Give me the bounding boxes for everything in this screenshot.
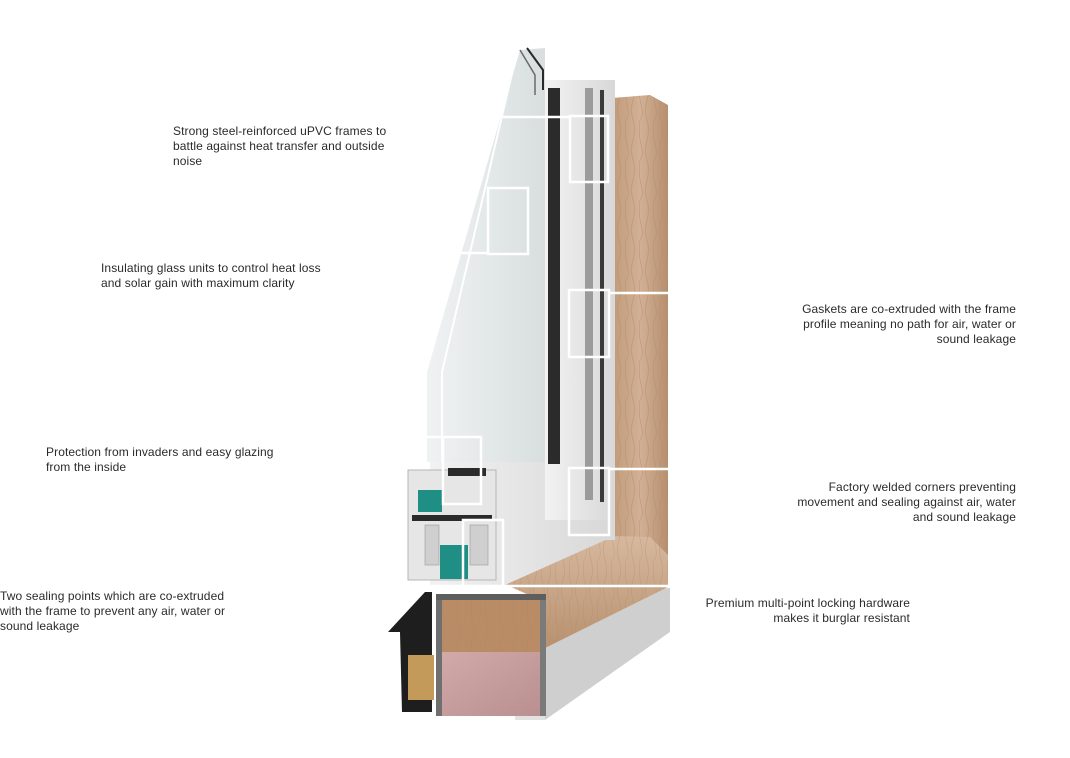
callout-welded-corners: Factory welded corners preventing moveme… xyxy=(797,480,1016,524)
callout-glass-units: Insulating glass units to control heat l… xyxy=(101,261,321,290)
callout-box-glazing xyxy=(441,435,483,506)
callout-box-steel xyxy=(568,114,610,184)
callout-sealing-points: Two sealing points which are co-extruded… xyxy=(0,589,226,633)
section-core xyxy=(436,594,546,716)
callout-box-corners xyxy=(567,466,611,537)
callout-leaders xyxy=(425,115,668,588)
insulating-glass xyxy=(427,47,545,462)
callout-locking-hardware: Premium multi-point locking hardware mak… xyxy=(705,596,910,625)
profile-chambers xyxy=(407,468,497,581)
callout-markers xyxy=(441,114,611,589)
callout-box-glass xyxy=(486,186,530,256)
callout-gaskets: Gaskets are co-extruded with the frame p… xyxy=(802,302,1016,346)
callout-inside-glazing: Protection from invaders and easy glazin… xyxy=(46,445,274,474)
wood-frame xyxy=(612,95,668,586)
gasket-strip-dark xyxy=(600,90,604,502)
gasket-strip xyxy=(585,88,593,500)
glazing-bead-dark xyxy=(548,88,560,464)
gold-spacer xyxy=(408,655,434,700)
callout-steel-frames: Strong steel-reinforced uPVC frames to b… xyxy=(173,124,387,168)
callout-box-gaskets xyxy=(567,288,611,359)
